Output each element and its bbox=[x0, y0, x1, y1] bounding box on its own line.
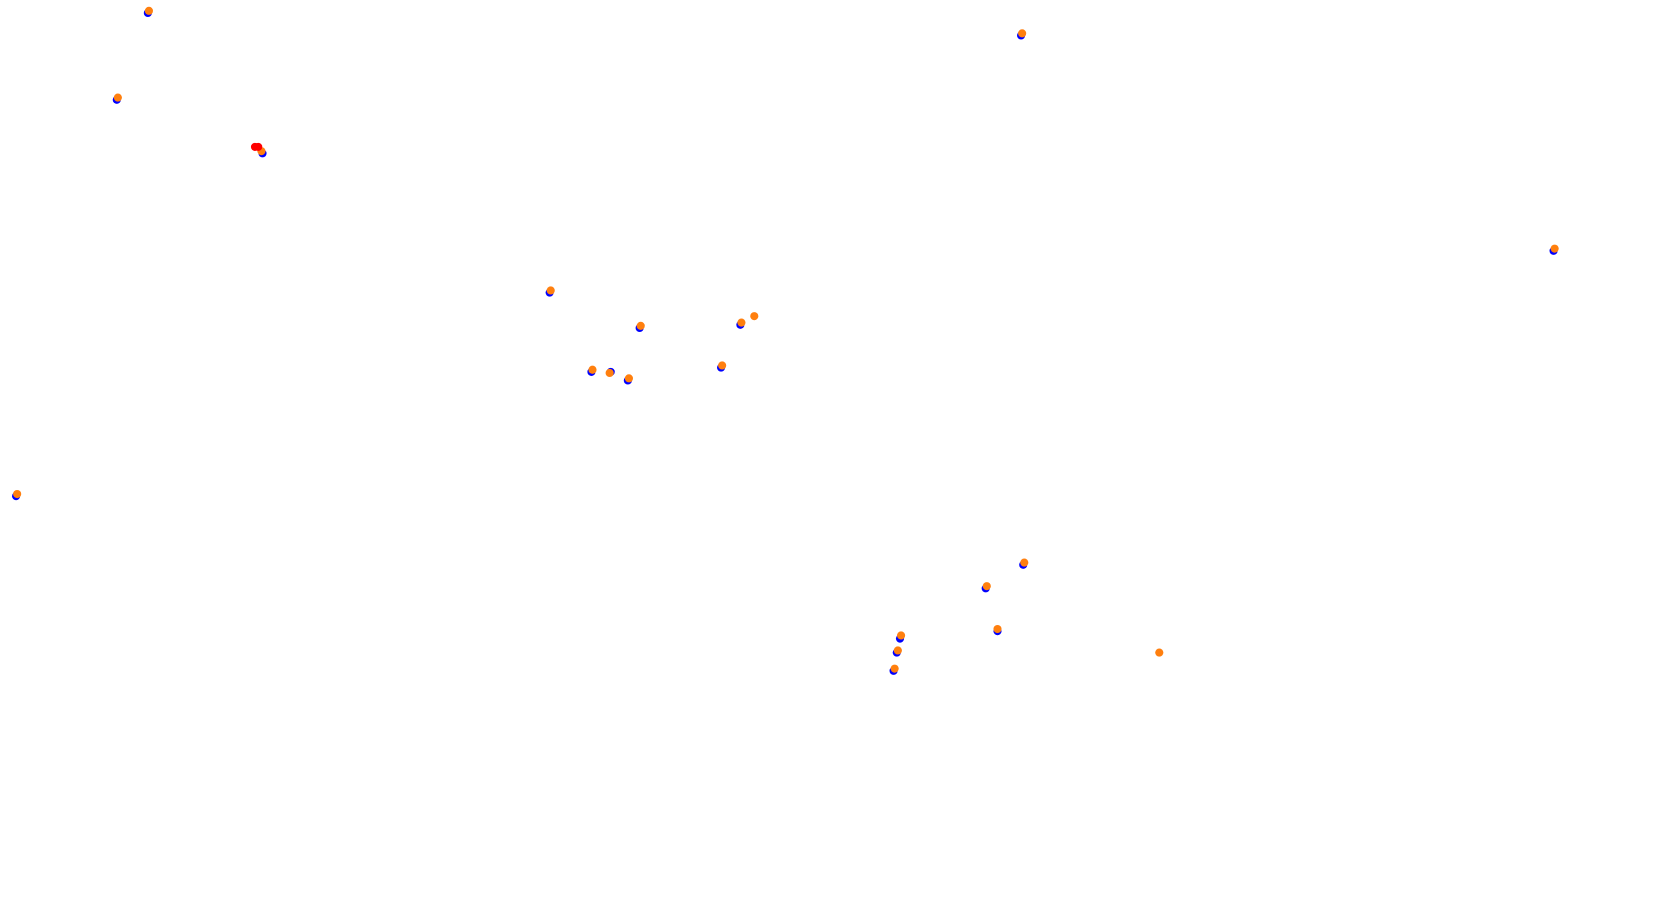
series-orange bbox=[13, 6, 1559, 673]
orange-point bbox=[144, 6, 153, 15]
orange-point bbox=[718, 361, 727, 370]
orange-point bbox=[636, 321, 645, 330]
orange-point bbox=[13, 489, 22, 499]
orange-point bbox=[982, 582, 991, 591]
orange-point bbox=[624, 374, 633, 383]
series-red bbox=[250, 142, 263, 151]
orange-point bbox=[546, 286, 555, 295]
orange-point bbox=[605, 368, 614, 378]
orange-point bbox=[113, 93, 122, 102]
orange-point bbox=[737, 318, 746, 327]
series-blue bbox=[12, 8, 1558, 675]
orange-point bbox=[893, 646, 902, 655]
orange-point bbox=[1550, 244, 1559, 253]
red-point bbox=[254, 142, 263, 151]
orange-point bbox=[890, 664, 899, 673]
orange-point bbox=[588, 365, 597, 374]
orange-point bbox=[750, 312, 759, 321]
orange-point bbox=[1155, 648, 1164, 657]
orange-point bbox=[897, 631, 906, 640]
orange-point bbox=[993, 624, 1002, 634]
orange-point bbox=[1020, 558, 1029, 567]
orange-point bbox=[1018, 29, 1027, 38]
